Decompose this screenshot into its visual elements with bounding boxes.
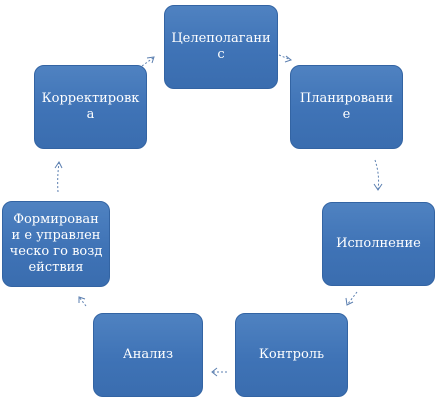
- node-label: Формировани е управленческо го воздейств…: [9, 212, 103, 275]
- arrow-analiz-to-formirovanie: [78, 296, 87, 307]
- node-planirovanie: Планирование: [290, 65, 403, 149]
- node-label: Планирование: [299, 91, 394, 122]
- arrow-formirovanie-to-korrektirovka: [54, 161, 63, 193]
- node-kontrol: Контроль: [235, 313, 348, 397]
- node-label: Анализ: [122, 347, 174, 362]
- node-label: Контроль: [258, 347, 325, 362]
- arrow-korrektirovka-to-celepolaganie: [141, 56, 155, 67]
- arrow-kontrol-to-analiz: [211, 367, 227, 377]
- arrow-celepolaganie-to-planirovanie: [278, 54, 293, 63]
- node-celepolaganie: Целеполагани с: [164, 5, 278, 89]
- node-analiz: Анализ: [93, 313, 203, 397]
- node-label: Целеполагани с: [171, 31, 271, 62]
- node-formirovanie: Формировани е управленческо го воздейств…: [2, 201, 110, 287]
- node-label: Исполнение: [336, 236, 421, 251]
- node-ispolnenie: Исполнение: [322, 202, 435, 286]
- arrow-planirovanie-to-ispolnenie: [373, 159, 383, 191]
- node-korrektirovka: Корректировк а: [34, 65, 147, 149]
- arrow-ispolnenie-to-kontrol: [345, 291, 358, 306]
- node-label: Корректировк а: [41, 91, 140, 122]
